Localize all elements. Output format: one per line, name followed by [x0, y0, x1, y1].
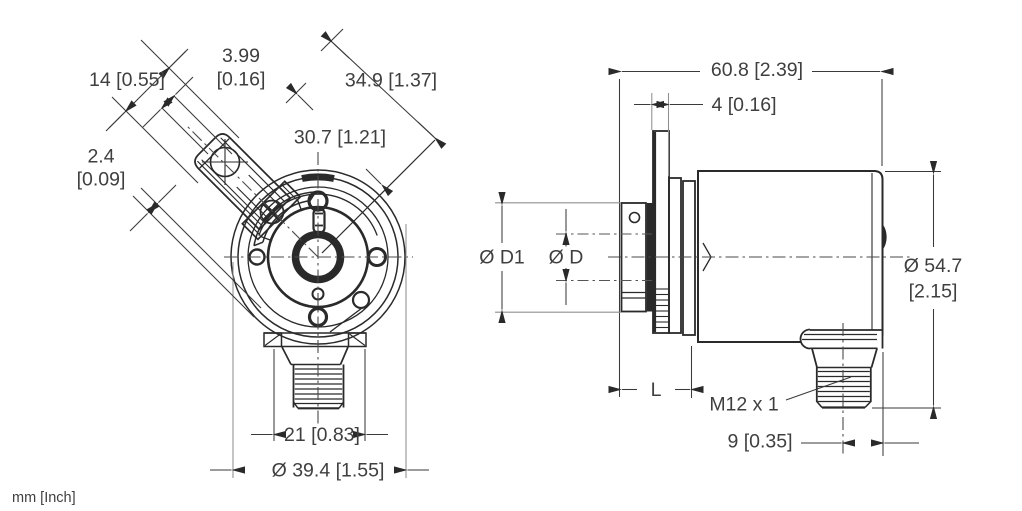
dim-label-arm-radius-inner: 30.7 [1.21] — [294, 127, 386, 149]
body-side-bump — [882, 224, 887, 250]
set-screw-hole — [628, 211, 641, 224]
dim-label-hub-length: L — [651, 379, 662, 401]
flange-ring-2 — [682, 180, 696, 336]
side-m12-connector — [799, 328, 884, 409]
dim-label-arm-radius-outer: 34.9 [1.37] — [345, 70, 437, 92]
dim-label-thread: M12 x 1 — [709, 394, 778, 416]
dim-label-flange-diameter: Ø 39.4 [1.55] — [272, 460, 385, 482]
flange-ring-1 — [668, 177, 682, 334]
dim-label-tab-thickness: 4 [0.16] — [711, 94, 776, 116]
radial-extension-line — [321, 139, 436, 254]
dim-label-total-length: 60.8 [2.39] — [711, 59, 803, 81]
dim-label-slot-width-mm: 3.99 — [222, 45, 260, 67]
torque-slot — [312, 207, 326, 234]
side-view — [556, 130, 913, 457]
dim-label-outer-diameter-mm: Ø 54.7 — [904, 255, 963, 277]
units-note: mm [Inch] — [12, 490, 76, 506]
dim-label-outer-diameter-inch: [2.15] — [909, 281, 958, 303]
front-view-dimensions — [105, 28, 447, 478]
dim-label-edge-step-inch: [0.09] — [77, 169, 126, 191]
dimension-labels: 14 [0.55] 3.99 [0.16] 34.9 [1.37] 30.7 [… — [77, 45, 963, 482]
dim-label-clamp-width: 14 [0.55] — [89, 69, 165, 91]
collar-arc-inner — [262, 199, 311, 243]
side-view-dimensions — [495, 67, 941, 456]
dim-label-hub-diameter: Ø D1 — [479, 247, 525, 269]
hole-offset — [351, 290, 371, 310]
dim-label-connector-width: 21 [0.83] — [284, 424, 360, 446]
dim-label-bore-diameter: Ø D — [549, 247, 584, 269]
dim-label-edge-step-mm: 2.4 — [87, 146, 114, 168]
dim-label-slot-width-inch: [0.16] — [217, 69, 266, 91]
centerline-arm-axis — [186, 125, 319, 258]
clamp-screw — [259, 199, 285, 225]
clamp-collar — [620, 202, 647, 313]
front-m12-connector — [263, 332, 367, 410]
front-view — [186, 125, 436, 424]
dim-label-connector-offset: 9 [0.35] — [727, 431, 792, 453]
